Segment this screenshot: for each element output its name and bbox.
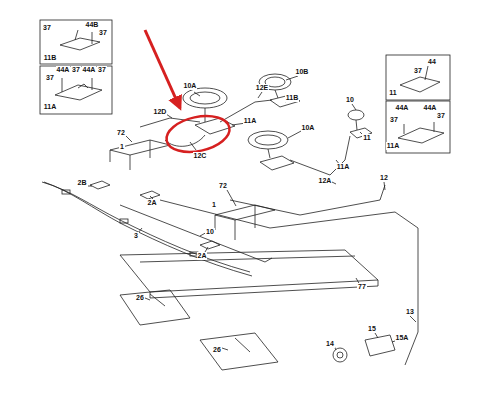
gas-pipe xyxy=(230,185,385,215)
callout-number: 37 xyxy=(413,67,423,75)
callout-number: 11B xyxy=(43,54,57,62)
callout-number: 44B xyxy=(85,21,100,29)
burner-cap xyxy=(255,135,281,145)
mounting-plate xyxy=(200,333,278,370)
callout-number: 37 xyxy=(42,24,52,32)
callout-number: 37 xyxy=(389,116,399,124)
callout-number: 12E xyxy=(255,84,269,92)
inset-frame xyxy=(386,55,450,100)
callout-number: 12C xyxy=(193,152,208,160)
highlight-arrow xyxy=(145,30,180,108)
callout-number: 2A xyxy=(147,199,158,207)
callout-number: 72 xyxy=(116,129,126,137)
wire-clip xyxy=(62,190,70,194)
mounting-plate xyxy=(120,290,190,325)
valve xyxy=(90,181,220,249)
callout-number: 37 xyxy=(98,29,108,37)
callout-number: 10 xyxy=(345,96,355,104)
callout-number: 44A xyxy=(82,66,97,74)
callout-number: 11A xyxy=(243,117,257,125)
callout-number: 12D xyxy=(153,108,168,116)
callout-number: 37 xyxy=(45,74,55,82)
inset-frame xyxy=(40,20,112,64)
burner xyxy=(348,110,364,120)
callout-number: 11 xyxy=(362,134,371,142)
inset-bracket xyxy=(60,30,100,50)
callout-number: 13 xyxy=(405,308,415,316)
callout-number: 12 xyxy=(379,174,389,182)
inset-bracket xyxy=(55,78,102,100)
callout-number: 14 xyxy=(325,340,335,348)
burner xyxy=(248,131,288,149)
mounting-bracket xyxy=(215,205,275,240)
gas-tube xyxy=(290,136,350,175)
gas-pipe xyxy=(120,205,272,262)
callout-number: 11A xyxy=(386,142,400,150)
callout-number: 11A xyxy=(336,163,350,171)
callout-number: 37 xyxy=(436,112,446,120)
callout-number: 2A xyxy=(197,252,208,260)
callout-number: 10 xyxy=(205,228,215,236)
spark-module xyxy=(333,348,347,362)
callout-number: 15 xyxy=(367,325,377,333)
callout-number: 44A xyxy=(395,104,410,112)
callout-number: 1 xyxy=(119,143,125,151)
callout-number: 10A xyxy=(183,82,198,90)
callout-number: 12A xyxy=(318,177,333,185)
spark-module xyxy=(337,352,343,358)
bracket xyxy=(365,335,395,356)
callout-number: 37 xyxy=(97,66,107,74)
callout-number: 26 xyxy=(135,294,145,302)
gas-manifold-pipe xyxy=(160,200,418,365)
inset-frame xyxy=(40,66,112,114)
callout-number: 37 xyxy=(71,66,81,74)
callout-number: 44A xyxy=(423,104,438,112)
inset-bracket xyxy=(398,122,444,143)
callout-number: 3 xyxy=(133,232,139,240)
mounting-bracket xyxy=(110,140,170,170)
callout-number: 77 xyxy=(357,283,367,291)
callout-number: 11A xyxy=(43,103,57,111)
callout-number: 44A xyxy=(56,66,71,74)
callout-number: 72 xyxy=(218,182,228,190)
burner-cap xyxy=(190,92,220,104)
callout-number: 2B xyxy=(77,179,88,187)
highlight-ellipse xyxy=(163,111,233,158)
callout-number: 15A xyxy=(395,334,410,342)
burner-base xyxy=(260,149,294,170)
callout-number: 44 xyxy=(427,58,437,66)
leader-line xyxy=(88,76,416,350)
callout-number: 11 xyxy=(388,89,397,97)
callout-number: 26 xyxy=(212,346,222,354)
inset-bracket xyxy=(400,66,440,92)
callout-number: 1 xyxy=(211,201,217,209)
inset-frame xyxy=(386,101,450,153)
callout-number: 10B xyxy=(295,68,310,76)
callout-number: 11B xyxy=(285,94,299,102)
burner-base xyxy=(270,90,300,107)
burner xyxy=(183,88,227,108)
callout-number: 10A xyxy=(301,124,316,132)
wire-clip xyxy=(120,219,128,223)
